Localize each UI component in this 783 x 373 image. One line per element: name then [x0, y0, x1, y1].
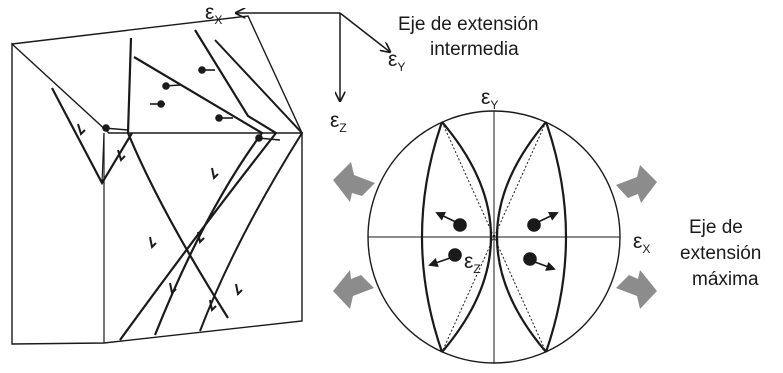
block-outline — [11, 42, 303, 345]
strain-axes — [236, 13, 390, 101]
gray-arrow-up-left — [333, 162, 375, 202]
fault-plane-3 — [119, 29, 278, 341]
gray-arrow-down-right — [616, 270, 657, 309]
stereonet-ez-label: εZ — [464, 250, 481, 276]
max-axis-label-line2: extensión — [680, 243, 761, 264]
fault-block — [11, 15, 304, 345]
max-axis-label-line1: Eje de — [689, 217, 743, 238]
gray-arrow-down-left — [333, 270, 374, 309]
extension-arrows — [333, 162, 657, 309]
ex-axis-label: εX — [205, 1, 222, 27]
great-circle-2 — [496, 121, 547, 353]
gray-arrow-up-right — [616, 165, 657, 203]
stereonet-ex-label: εX — [633, 230, 650, 256]
stereonet-ey-label: εY — [481, 86, 498, 112]
fault-plane-left — [51, 87, 133, 186]
ey-axis-label: εY — [388, 48, 405, 74]
great-circle-4 — [544, 121, 568, 353]
fault-plane-4 — [199, 39, 304, 332]
slip-vectors — [428, 211, 559, 271]
intermediate-axis-label-line2: intermedia — [430, 39, 519, 60]
block-slip-ticks — [77, 123, 243, 313]
intermediate-axis-label-line1: Eje de extensión — [398, 14, 539, 35]
ey-axis-arrow — [339, 12, 390, 52]
stereonet — [367, 110, 621, 364]
fault-plane-2 — [133, 56, 264, 336]
ez-axis-label: εZ — [330, 109, 347, 135]
great-circle-3 — [420, 121, 444, 353]
fault-plane-1 — [126, 37, 229, 319]
block-lineations — [102, 66, 281, 142]
fault-plane-left-inner — [101, 132, 105, 184]
block-top-back-edge — [11, 15, 303, 134]
great-circle-1 — [441, 121, 492, 353]
max-axis-label-line3: máxima — [692, 269, 759, 290]
